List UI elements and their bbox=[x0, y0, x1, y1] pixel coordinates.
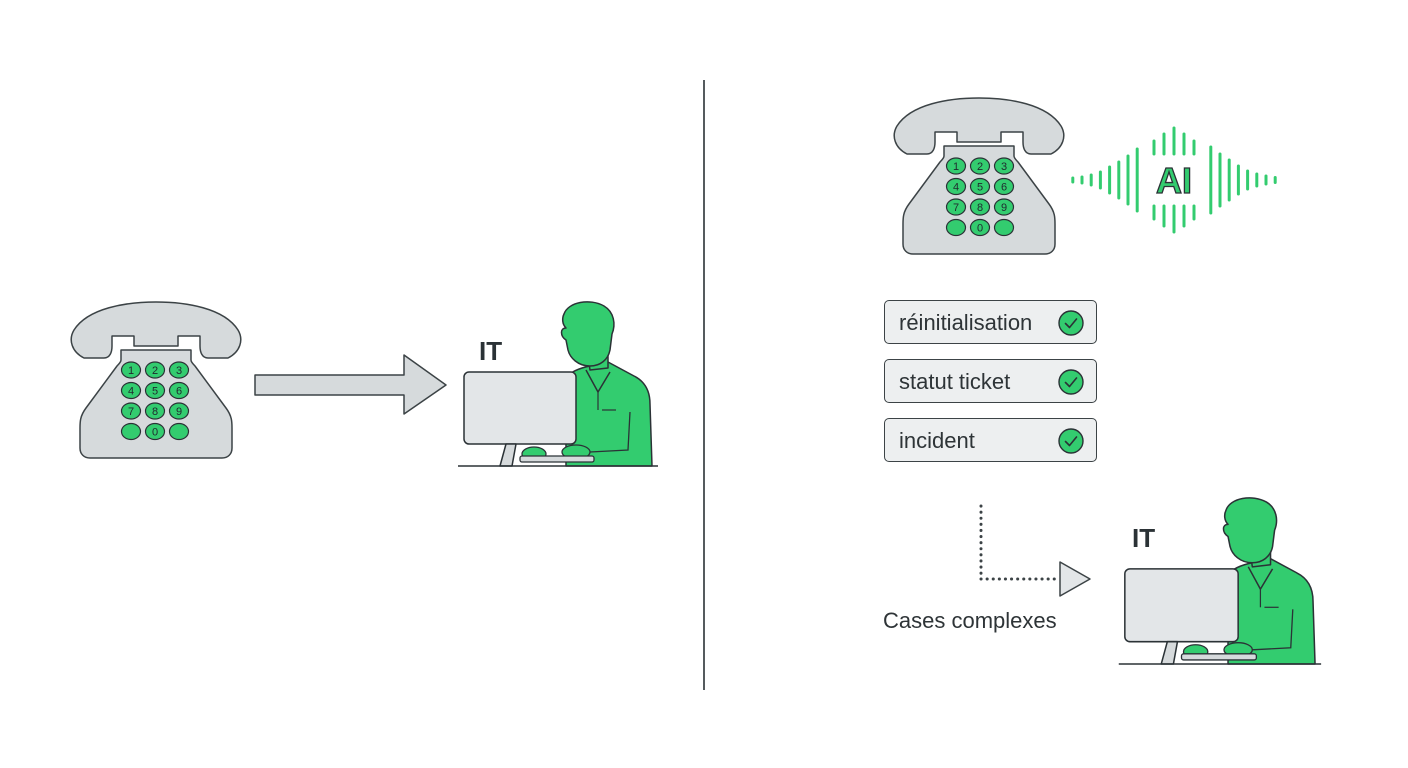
phone-key-label: 1 bbox=[953, 161, 959, 173]
action-item-reset: réinitialisation bbox=[884, 300, 1097, 344]
dotted-arrow-icon bbox=[979, 504, 1091, 597]
phone-key: 1 bbox=[120, 361, 142, 379]
phone-key-label: 5 bbox=[977, 182, 983, 194]
check-circle-icon bbox=[1058, 369, 1084, 395]
phone-key-label: 0 bbox=[152, 427, 158, 439]
phone-key: 6 bbox=[993, 177, 1015, 196]
right-telephone-icon: 1 2 3 4 5 6 7 8 9 0 bbox=[893, 97, 1065, 255]
left-it-technician-icon bbox=[458, 301, 659, 467]
ai-label: AI bbox=[1156, 160, 1192, 201]
phone-key-label: 9 bbox=[176, 406, 182, 418]
phone-key-label: 1 bbox=[128, 365, 134, 377]
action-label: statut ticket bbox=[899, 369, 1011, 394]
phone-key bbox=[993, 218, 1015, 237]
check-circle-icon bbox=[1058, 428, 1084, 454]
phone-key: 2 bbox=[969, 157, 991, 175]
action-item-incident: incident bbox=[884, 418, 1097, 462]
phone-key: 9 bbox=[993, 198, 1015, 216]
left-it-label: IT bbox=[479, 336, 503, 366]
check-circle-icon bbox=[1058, 310, 1084, 336]
phone-key: 9 bbox=[168, 402, 190, 420]
action-label: réinitialisation bbox=[899, 310, 1033, 335]
phone-key bbox=[945, 218, 967, 237]
phone-key-label: 8 bbox=[977, 202, 983, 214]
phone-key: 0 bbox=[969, 218, 991, 237]
escalation-caption: Cases complexes bbox=[883, 608, 1057, 633]
phone-key: 3 bbox=[168, 361, 190, 379]
phone-key: 5 bbox=[969, 177, 991, 196]
phone-key-label: 2 bbox=[152, 365, 158, 377]
phone-key: 1 bbox=[945, 157, 967, 175]
panel-divider bbox=[703, 80, 705, 690]
phone-key-label: 8 bbox=[152, 406, 158, 418]
phone-key-label: 9 bbox=[1001, 202, 1007, 214]
phone-key-label: 5 bbox=[152, 386, 158, 398]
phone-key-label: 6 bbox=[176, 386, 182, 398]
phone-key-label: 0 bbox=[977, 223, 983, 235]
left-telephone-icon: 1 2 3 4 5 6 7 8 9 0 bbox=[70, 301, 242, 459]
phone-key: 7 bbox=[945, 198, 967, 216]
phone-key-label: 4 bbox=[953, 182, 959, 194]
phone-key-label: 3 bbox=[1001, 161, 1007, 173]
phone-key-label: 7 bbox=[953, 202, 959, 214]
phone-key-label: 3 bbox=[176, 365, 182, 377]
phone-key-label: 6 bbox=[1001, 182, 1007, 194]
phone-key: 8 bbox=[969, 198, 991, 216]
phone-key: 7 bbox=[120, 402, 142, 420]
phone-key-label: 7 bbox=[128, 406, 134, 418]
phone-key: 4 bbox=[945, 177, 967, 196]
action-label: incident bbox=[899, 428, 975, 453]
phone-key: 0 bbox=[144, 422, 166, 441]
phone-key: 6 bbox=[168, 381, 190, 400]
phone-key-label: 4 bbox=[128, 386, 134, 398]
phone-key: 8 bbox=[144, 402, 166, 420]
phone-key bbox=[168, 422, 190, 441]
action-item-ticket-status: statut ticket bbox=[884, 359, 1097, 403]
phone-key bbox=[120, 422, 142, 441]
phone-key: 4 bbox=[120, 381, 142, 400]
phone-key: 5 bbox=[144, 381, 166, 400]
phone-key-label: 2 bbox=[977, 161, 983, 173]
phone-key: 3 bbox=[993, 157, 1015, 175]
phone-key: 2 bbox=[144, 361, 166, 379]
arrow-right-icon bbox=[254, 354, 447, 415]
ai-voice-wave-icon bbox=[1071, 126, 1277, 234]
right-it-label: IT bbox=[1132, 523, 1156, 553]
